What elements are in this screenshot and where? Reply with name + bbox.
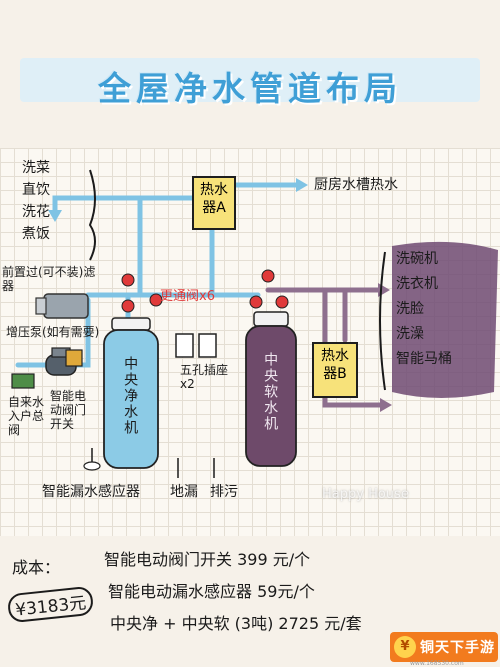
heater-a-box: 热水 器A bbox=[192, 176, 236, 230]
left-use-item: 煮饭 bbox=[22, 226, 50, 243]
right-uses-highlight bbox=[392, 241, 498, 398]
leak-sensor-icon bbox=[83, 461, 101, 471]
inlet-main-valve-icon bbox=[11, 373, 35, 389]
right-use-item: 洗衣机 bbox=[396, 276, 438, 292]
cost-label: 成本： bbox=[12, 558, 61, 577]
heater-a-line1: 热水 bbox=[200, 182, 228, 198]
smart-valve-label: 智能电动阀门开关 bbox=[50, 389, 87, 431]
right-use-item: 洗碗机 bbox=[396, 251, 438, 267]
logo-text: 铜天下手游 bbox=[420, 640, 495, 656]
tank-b-label: 中央软水机 bbox=[262, 352, 279, 432]
floor-drain-label: 地漏 bbox=[170, 484, 198, 500]
bottom-pointers bbox=[91, 448, 215, 478]
heater-b-line2: 器B bbox=[323, 365, 347, 382]
leak-sensor-label: 智能漏水感应器 bbox=[42, 484, 140, 500]
smart-valve-box-icon bbox=[65, 349, 83, 367]
prefilter-label: 前置过(可不装)滤器 bbox=[2, 265, 96, 293]
coin-icon: ¥ bbox=[394, 636, 416, 658]
tank-b-icon bbox=[245, 311, 297, 467]
blue-arrows bbox=[48, 178, 308, 222]
heater-b-line1: 热水 bbox=[321, 348, 349, 364]
page-title: 全屋净水管道布局 bbox=[98, 69, 402, 108]
left-use-item: 洗花 bbox=[22, 204, 50, 221]
heater-a-line2: 器A bbox=[202, 199, 226, 216]
site-logo: ¥ 铜天下手游 bbox=[390, 632, 498, 662]
left-use-item: 直饮 bbox=[22, 182, 50, 199]
tank-a-label: 中央净水机 bbox=[122, 356, 139, 436]
watermark: Happy House bbox=[322, 487, 409, 502]
pipe-to-left-uses bbox=[52, 195, 143, 298]
heater-b-box: 热水 器B bbox=[312, 342, 358, 398]
kitchen-label: 厨房水槽热水 bbox=[314, 177, 398, 193]
inlet-label: 自来水入户总阀 bbox=[8, 395, 45, 437]
purple-pipes bbox=[265, 287, 388, 408]
socket-icons bbox=[175, 333, 217, 358]
drain-label: 排污 bbox=[210, 484, 238, 500]
right-use-item: 洗脸 bbox=[396, 301, 424, 317]
valve-icons bbox=[121, 269, 289, 313]
cost-item: 智能电动漏水感应器 59元/个 bbox=[108, 582, 315, 601]
right-use-item: 智能马桶 bbox=[396, 351, 452, 367]
socket-label: 五孔插座x2 bbox=[180, 363, 229, 391]
booster-pump-label: 增压泵(如有需要) bbox=[6, 325, 100, 339]
inlet-pipe bbox=[15, 297, 91, 368]
purple-loop-lower bbox=[322, 287, 388, 408]
left-uses-list: 洗菜 直饮 洗花 煮饭 bbox=[22, 160, 50, 242]
prefilter-icon bbox=[35, 293, 89, 319]
right-uses-list: 洗碗机 洗衣机 洗脸 洗澡 智能马桶 bbox=[396, 248, 492, 373]
right-brace bbox=[379, 251, 386, 391]
valve-note: 更通阀x6 bbox=[160, 289, 215, 304]
left-brace bbox=[88, 169, 96, 261]
cost-item: 中央净 + 中央软 (3吨) 2725 元/套 bbox=[110, 614, 362, 633]
logo-url: www.168530.com bbox=[410, 660, 464, 667]
tank-a-icon bbox=[103, 317, 159, 469]
right-use-item: 洗澡 bbox=[396, 326, 424, 342]
title-highlight bbox=[20, 58, 480, 102]
left-use-item: 洗菜 bbox=[22, 160, 50, 176]
cost-item: 智能电动阀门开关 399 元/个 bbox=[104, 550, 311, 569]
